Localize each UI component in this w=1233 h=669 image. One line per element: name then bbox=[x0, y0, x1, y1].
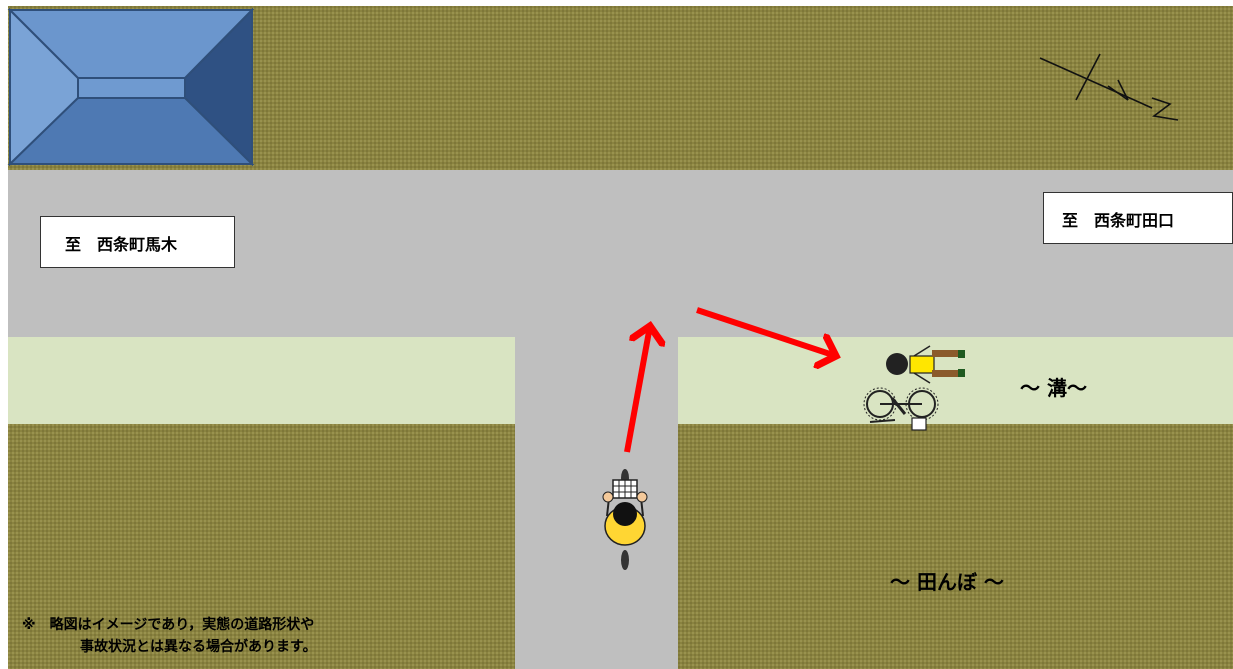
ditch-strip-left bbox=[8, 337, 515, 424]
direction-sign-left-text: 至 西条町馬木 bbox=[65, 235, 178, 254]
arrow-fall-direction bbox=[696, 307, 836, 356]
disclaimer-line-2: 事故状況とは異なる場合があります。 bbox=[80, 639, 317, 655]
bicycle-rider-icon bbox=[602, 469, 648, 570]
direction-sign-right: 至 西条町田口 bbox=[1043, 192, 1233, 244]
fallen-bicycle-icon bbox=[863, 387, 939, 431]
direction-sign-right-text: 至 西条町田口 bbox=[1062, 211, 1175, 230]
building-roof-icon bbox=[7, 7, 255, 167]
direction-sign-left: 至 西条町馬木 bbox=[40, 216, 235, 268]
disclaimer-note: ※ 略図はイメージであり，実態の道路形状や 事故状況とは異なる場合があります。 bbox=[22, 614, 317, 658]
compass-north-icon bbox=[1039, 53, 1179, 121]
fallen-person-icon bbox=[886, 345, 965, 384]
side-road bbox=[515, 330, 678, 669]
disclaimer-line-1: ※ 略図はイメージであり，実態の道路形状や bbox=[22, 617, 315, 633]
field-bottom-right bbox=[678, 424, 1233, 669]
paddy-field-label: ～ 田んぼ ～ bbox=[890, 570, 1004, 594]
field-bottom-left bbox=[8, 424, 515, 669]
arrow-bicycle-path bbox=[624, 326, 650, 453]
ditch-label: ～ 溝～ bbox=[1020, 376, 1087, 400]
